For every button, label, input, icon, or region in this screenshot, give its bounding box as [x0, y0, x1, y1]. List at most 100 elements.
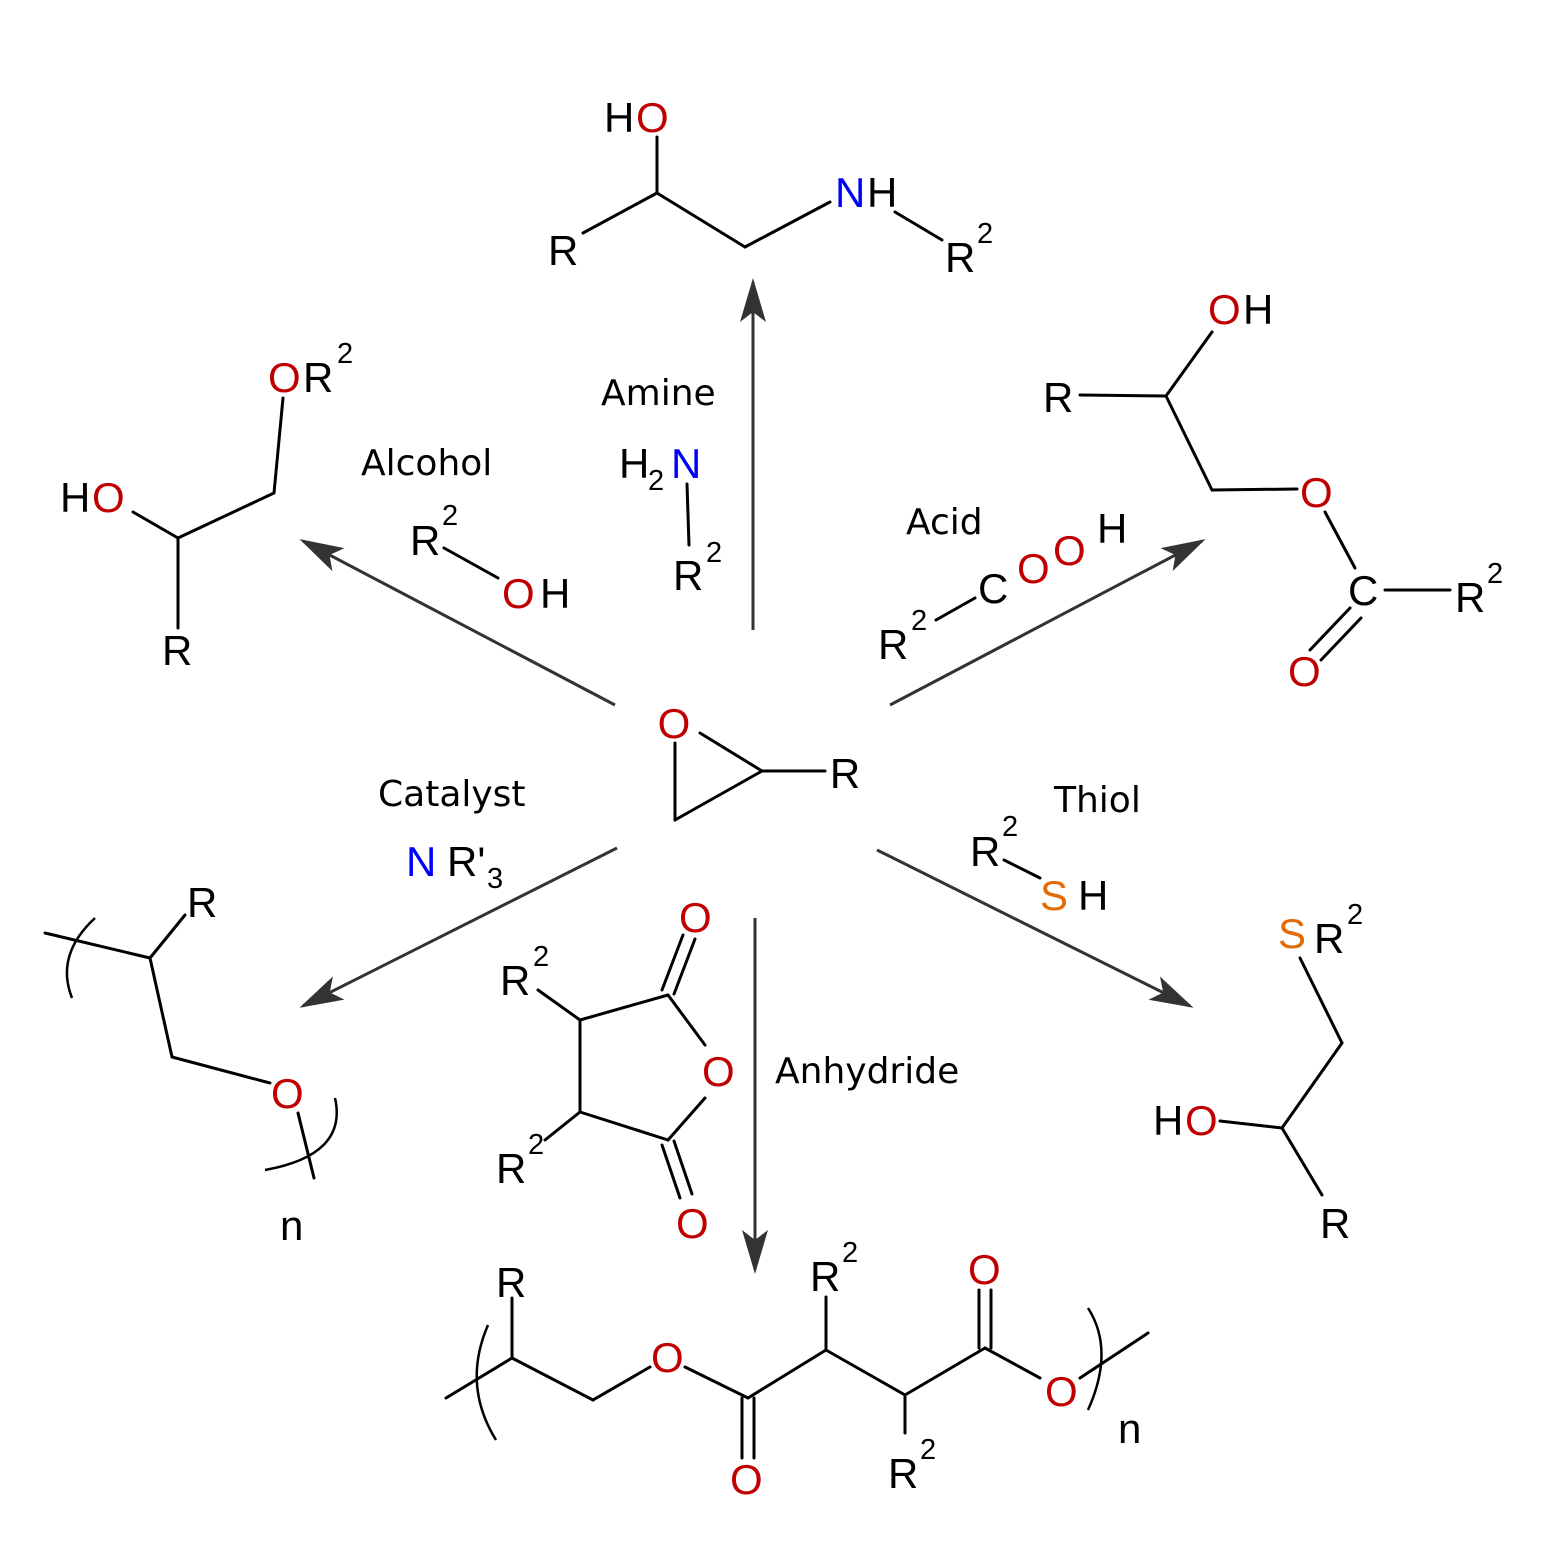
- chemical-bond: [536, 988, 582, 1022]
- chemical-bond: [673, 769, 764, 822]
- chemical-bond: [685, 482, 691, 547]
- atom-label: O: [730, 1456, 763, 1503]
- chemical-bond: [43, 931, 152, 960]
- atom-label: O: [651, 1334, 684, 1381]
- atom-label: 3: [487, 863, 503, 895]
- chemical-bond: [660, 1143, 682, 1200]
- atom-label: 2: [842, 1237, 858, 1269]
- catalyst-arrow: [299, 846, 618, 1008]
- chemical-bond: [578, 1110, 670, 1142]
- atom-label: R: [500, 957, 530, 1004]
- atom-label: O: [679, 894, 712, 941]
- epoxide-r: R: [830, 750, 860, 797]
- chemical-bond: [743, 200, 832, 249]
- catalyst-product: R O n: [43, 879, 338, 1249]
- reaction-arrows: [299, 278, 1206, 1274]
- atom-label: O: [268, 354, 301, 401]
- chemical-bond: [296, 1111, 316, 1180]
- acid-label: Acid: [906, 502, 983, 543]
- polymer-bracket: [65, 917, 96, 999]
- anhydride-label: Anhydride: [775, 1051, 959, 1092]
- atom-label: H: [867, 169, 897, 216]
- atom-label: R': [447, 838, 485, 885]
- atom-label: R: [945, 234, 975, 281]
- epoxide-oxygen: O: [658, 700, 691, 747]
- atom-label: 2: [1002, 811, 1018, 843]
- atom-label: 2: [648, 465, 664, 497]
- amine-reagent: Amine H 2 N R 2: [601, 373, 722, 599]
- atom-label: H: [619, 440, 649, 487]
- atom-label: O: [1208, 286, 1241, 333]
- chemical-bond: [591, 1365, 652, 1402]
- chemical-bond: [672, 937, 697, 996]
- atom-label: 2: [911, 605, 927, 637]
- chemical-bond: [131, 510, 180, 540]
- chemical-bond: [1210, 487, 1299, 492]
- atom-label: H: [1243, 286, 1273, 333]
- atom-label: H: [1078, 872, 1108, 919]
- chemical-bond: [1298, 956, 1344, 1045]
- chemical-bond: [581, 191, 659, 235]
- chemical-bond: [1280, 1041, 1344, 1130]
- atom-label: O: [968, 1246, 1001, 1293]
- chemical-bond: [666, 1096, 707, 1142]
- chemical-bond: [660, 933, 685, 992]
- atom-label: n: [280, 1202, 303, 1249]
- chemical-bond: [672, 1139, 694, 1196]
- atom-label: H: [1097, 505, 1127, 552]
- chemical-bond: [824, 1348, 907, 1397]
- atom-label: S: [1278, 910, 1306, 957]
- atom-label: H: [60, 474, 90, 521]
- atom-label: O: [1185, 1097, 1218, 1144]
- atom-label: R: [1043, 374, 1073, 421]
- atom-label: N: [406, 838, 436, 885]
- atom-label: 2: [533, 941, 549, 973]
- atom-label: R: [810, 1253, 840, 1300]
- atom-label: S: [1040, 872, 1068, 919]
- thiol-product: S R 2 H O R: [1153, 899, 1363, 1247]
- atom-label: O: [676, 1200, 709, 1247]
- chemical-bond: [578, 993, 670, 1022]
- atom-label: 2: [920, 1434, 936, 1466]
- catalyst-label: Catalyst: [378, 774, 526, 815]
- chemical-bond: [893, 210, 944, 242]
- alcohol-reagent: Alcohol R 2 O H: [361, 443, 570, 617]
- atom-label: R: [548, 227, 578, 274]
- thiol-arrow: [876, 848, 1194, 1008]
- thiol-reagent: Thiol R 2 S H: [970, 780, 1141, 919]
- atom-label: 2: [706, 537, 722, 569]
- chemical-bond: [934, 596, 977, 622]
- chemical-bond: [510, 1356, 595, 1402]
- chemical-bond: [1078, 1331, 1150, 1380]
- atom-label: R: [1455, 574, 1485, 621]
- atom-label: R: [496, 1145, 526, 1192]
- chemical-bond: [1002, 858, 1042, 880]
- acid-product: O H R O C R 2 O: [1043, 286, 1503, 695]
- atom-label: O: [636, 94, 669, 141]
- atom-label: n: [1118, 1405, 1141, 1452]
- atom-label: 2: [1487, 558, 1503, 590]
- chemical-bond: [655, 191, 747, 249]
- atom-label: C: [1348, 567, 1378, 614]
- polymer-bracket: [475, 1324, 498, 1441]
- atom-label: R: [1314, 915, 1344, 962]
- amine-product: H O N H R R 2: [548, 94, 993, 281]
- chemical-bond: [1308, 606, 1352, 652]
- acid-reagent: Acid R 2 C O O H: [878, 502, 1127, 668]
- atom-label: 2: [977, 218, 993, 250]
- atom-label: R: [673, 552, 703, 599]
- atom-label: O: [1017, 545, 1050, 592]
- polymer-bracket: [264, 1097, 338, 1172]
- chemical-bond: [1280, 1126, 1324, 1197]
- chemical-bond: [272, 396, 285, 495]
- atom-label: 2: [337, 338, 353, 370]
- atom-label: O: [1045, 1368, 1078, 1415]
- chemical-bond: [444, 1356, 514, 1400]
- chemical-bond: [1078, 393, 1168, 398]
- thiol-label: Thiol: [1053, 780, 1141, 821]
- atom-label: R: [496, 1259, 526, 1306]
- chemical-bond: [683, 1365, 750, 1400]
- atom-label: N: [671, 440, 701, 487]
- amine-label: Amine: [601, 373, 716, 414]
